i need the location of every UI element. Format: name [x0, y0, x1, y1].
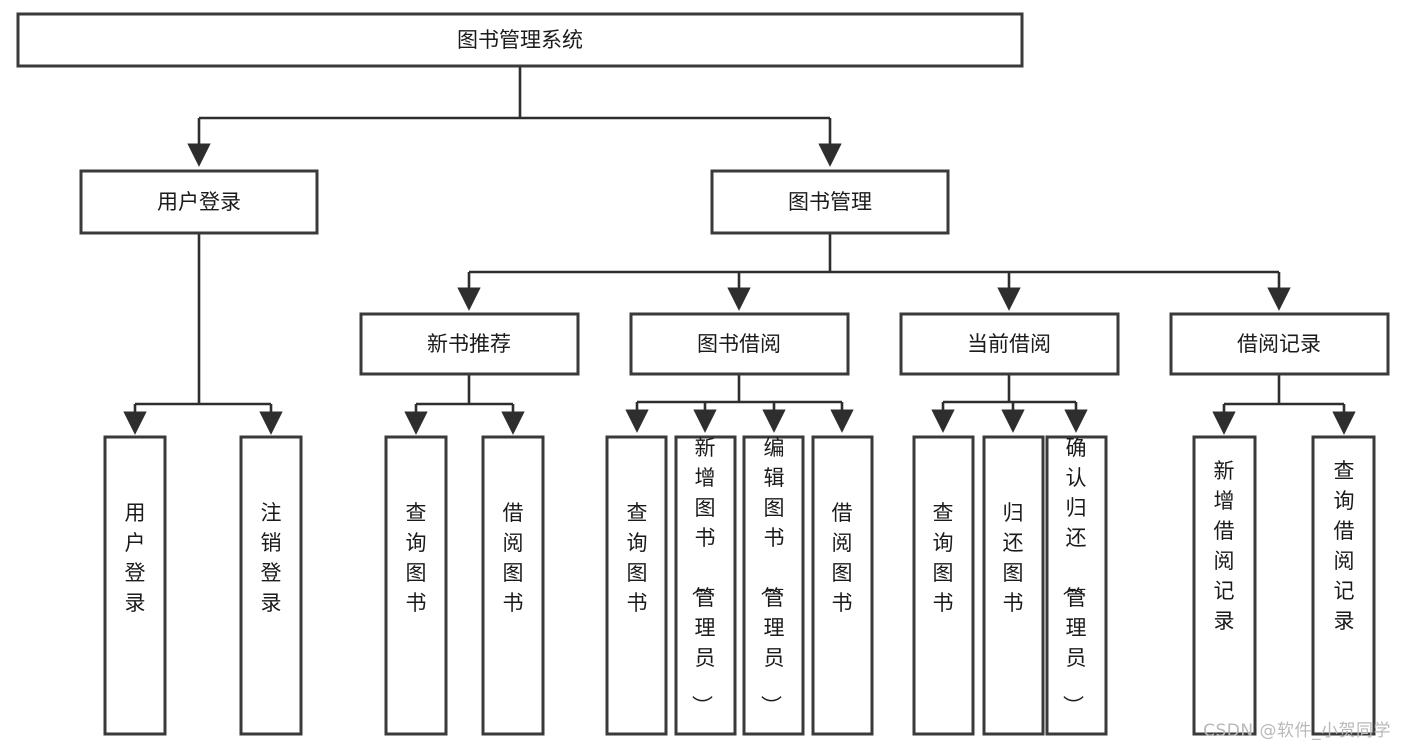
node-box: [79, 169, 319, 235]
node-leaf-book-borrow-4[interactable]: 借阅图书: [811, 435, 874, 736]
node-box: [899, 312, 1120, 376]
node-label: 借阅记录: [1237, 332, 1321, 356]
node-label: 查询图书: [406, 501, 427, 615]
node-current-borrow[interactable]: 当前借阅: [899, 312, 1120, 376]
node-leaf-borrow-record-1[interactable]: 新增借阅记录: [1192, 435, 1257, 736]
node-label: 查询图书: [627, 501, 648, 615]
node-label: 图书借阅: [697, 332, 781, 356]
node-leaf-current-borrow-3[interactable]: 确认归还（管理员）: [1045, 435, 1108, 736]
node-leaf-book-borrow-2[interactable]: 新增图书（管理员）: [674, 435, 737, 736]
node-label: 图书管理系统: [457, 28, 583, 52]
node-leaf-current-borrow-2[interactable]: 归还图书: [982, 435, 1045, 736]
node-box: [1192, 435, 1257, 736]
node-leaf-current-borrow-1[interactable]: 查询图书: [912, 435, 975, 736]
node-box: [359, 312, 580, 376]
connector-root-to-level2: [187, 66, 842, 167]
connector-book-borrow-to-leaves: [625, 374, 854, 433]
node-box: [481, 435, 545, 736]
node-label: 新增图书（管理员）: [690, 436, 716, 716]
node-leaf-user-login-2[interactable]: 注销登录: [239, 435, 303, 736]
node-label: 新书推荐: [427, 332, 511, 356]
connector-new-book-to-leaves: [404, 374, 525, 435]
node-book-management[interactable]: 图书管理: [710, 169, 950, 235]
node-box: [239, 435, 303, 736]
node-box: [605, 435, 668, 736]
connector-user-login-to-leaves: [123, 233, 283, 435]
node-box: [912, 435, 975, 736]
node-box: [629, 312, 850, 376]
node-label: 编辑图书（管理员）: [759, 436, 785, 716]
node-label: 归还图书: [1003, 501, 1024, 615]
connector-borrow-record-to-leaves: [1212, 374, 1356, 435]
node-box: [811, 435, 874, 736]
node-leaf-new-book-1[interactable]: 查询图书: [384, 435, 448, 736]
node-label: 用户登录: [157, 190, 241, 214]
node-label: 借阅图书: [503, 501, 524, 615]
node-label: 确认归还（管理员）: [1061, 436, 1087, 716]
node-box: [674, 435, 737, 736]
node-box: [384, 435, 448, 736]
node-box: [1045, 435, 1108, 736]
node-borrow-record[interactable]: 借阅记录: [1169, 312, 1390, 376]
node-label: 查询图书: [933, 501, 954, 615]
node-box: [742, 435, 805, 736]
node-box: [16, 12, 1024, 68]
node-box: [710, 169, 950, 235]
node-leaf-book-borrow-3[interactable]: 编辑图书（管理员）: [742, 435, 805, 736]
node-label: 用户登录: [125, 501, 146, 615]
node-leaf-user-login-1[interactable]: 用户登录: [103, 435, 167, 736]
node-book-borrow[interactable]: 图书借阅: [629, 312, 850, 376]
node-leaf-new-book-2[interactable]: 借阅图书: [481, 435, 545, 736]
node-label: 查询借阅记录: [1334, 459, 1355, 633]
node-label: 借阅图书: [832, 501, 853, 615]
connector-current-borrow-to-leaves: [931, 374, 1088, 433]
node-label: 新增借阅记录: [1214, 459, 1235, 633]
node-leaf-borrow-record-2[interactable]: 查询借阅记录: [1311, 435, 1376, 736]
node-label: 当前借阅: [967, 332, 1051, 356]
node-root-system[interactable]: 图书管理系统: [16, 12, 1024, 68]
node-box: [1311, 435, 1376, 736]
node-box: [982, 435, 1045, 736]
node-new-book-recommend[interactable]: 新书推荐: [359, 312, 580, 376]
node-label: 图书管理: [788, 190, 872, 214]
node-leaf-book-borrow-1[interactable]: 查询图书: [605, 435, 668, 736]
node-box: [103, 435, 167, 736]
node-user-login[interactable]: 用户登录: [79, 169, 319, 235]
node-label: 注销登录: [261, 501, 282, 615]
connector-book-manage-to-level3: [457, 233, 1291, 311]
node-box: [1169, 312, 1390, 376]
